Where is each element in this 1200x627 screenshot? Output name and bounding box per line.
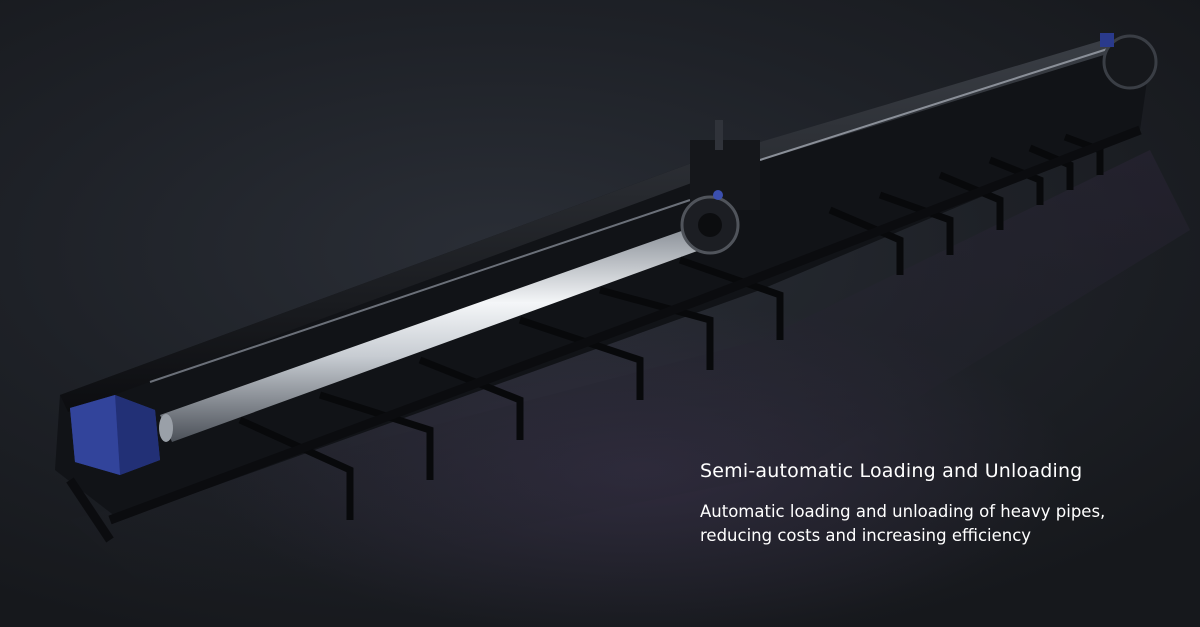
steel-pipe: [160, 228, 700, 442]
pipe-end: [159, 414, 173, 442]
rear-chuck: [1100, 33, 1158, 90]
lower-frame: [66, 125, 1142, 543]
feature-description: Automatic loading and unloading of heavy…: [700, 500, 1180, 548]
rear-rail: [60, 38, 1120, 412]
feature-title: Semi-automatic Loading and Unloading: [700, 460, 1083, 482]
feature-description-line: reducing costs and increasing efficiency: [700, 526, 1032, 545]
feature-description-line: Automatic loading and unloading of heavy…: [700, 502, 1106, 521]
rail-highlight-upper: [759, 44, 1121, 161]
rail-highlight: [149, 199, 691, 383]
feature-caption: Semi-automatic Loading and Unloading Aut…: [700, 458, 1180, 548]
cutting-head: [680, 120, 760, 255]
motor-housing: [70, 395, 160, 475]
support-legs: [238, 133, 1104, 520]
